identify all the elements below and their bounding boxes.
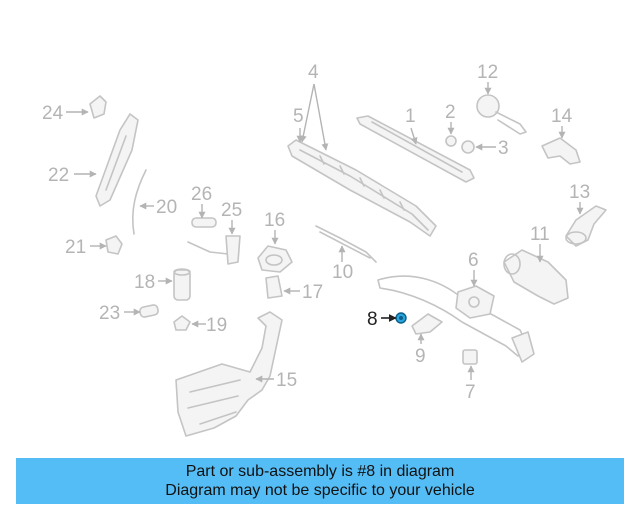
callout-numbers: 4 5 1 2 3 12 14 13 11 6 7 9 8 10 16 17 1…	[42, 62, 590, 403]
part-10	[315, 225, 377, 263]
part-12	[476, 94, 527, 135]
callout-21: 21	[65, 237, 86, 258]
part-wiper-arm	[356, 115, 475, 183]
callout-17: 17	[302, 282, 323, 303]
callout-6: 6	[468, 250, 479, 271]
leader-lines	[66, 82, 584, 383]
part-wiper-motor	[503, 249, 569, 305]
part-17	[265, 275, 283, 299]
part-23	[139, 304, 159, 318]
callout-10: 10	[332, 262, 353, 283]
callout-11: 11	[530, 224, 550, 245]
caption-part-number: Part or sub-assembly is #8 in diagram	[185, 463, 455, 480]
part-8-highlighted	[395, 312, 407, 324]
part-wiper-blade	[287, 139, 437, 237]
part-22	[95, 113, 139, 207]
part-24	[89, 95, 107, 119]
callout-26: 26	[191, 184, 212, 205]
callout-2: 2	[445, 102, 456, 123]
part-cap-2	[445, 135, 457, 147]
callout-24: 24	[42, 103, 64, 124]
callout-13: 13	[569, 182, 590, 203]
part-7	[462, 349, 478, 365]
callout-16: 16	[264, 210, 285, 231]
callout-18: 18	[134, 272, 155, 293]
callout-22: 22	[48, 165, 69, 186]
callout-1: 1	[405, 106, 416, 127]
part-19	[173, 315, 191, 331]
callout-15: 15	[276, 370, 297, 391]
part-washer-reservoir	[175, 311, 283, 437]
callout-8-highlighted: 8	[367, 309, 378, 330]
part-cap-3	[461, 140, 475, 154]
callout-20: 20	[156, 197, 177, 218]
caption-disclaimer: Diagram may not be specific to your vehi…	[165, 482, 475, 499]
part-20	[131, 169, 147, 235]
callout-3: 3	[498, 138, 509, 159]
callout-7: 7	[465, 382, 476, 403]
part-21	[105, 235, 123, 255]
callout-23: 23	[99, 303, 120, 324]
callout-9: 9	[415, 346, 426, 367]
diagram-caption-banner: Part or sub-assembly is #8 in diagram Di…	[16, 458, 624, 504]
part-16	[257, 245, 293, 273]
callout-4: 4	[308, 62, 319, 83]
part-14	[541, 137, 581, 165]
part-13	[565, 205, 607, 247]
callout-19: 19	[206, 315, 227, 336]
callout-25: 25	[221, 200, 242, 221]
part-18	[173, 268, 191, 301]
part-wiper-linkage	[377, 275, 535, 363]
part-26	[191, 217, 217, 228]
callout-14: 14	[551, 106, 573, 127]
callout-12: 12	[477, 62, 498, 83]
part-25	[187, 235, 241, 265]
part-9	[411, 313, 443, 335]
callout-5: 5	[293, 106, 304, 127]
